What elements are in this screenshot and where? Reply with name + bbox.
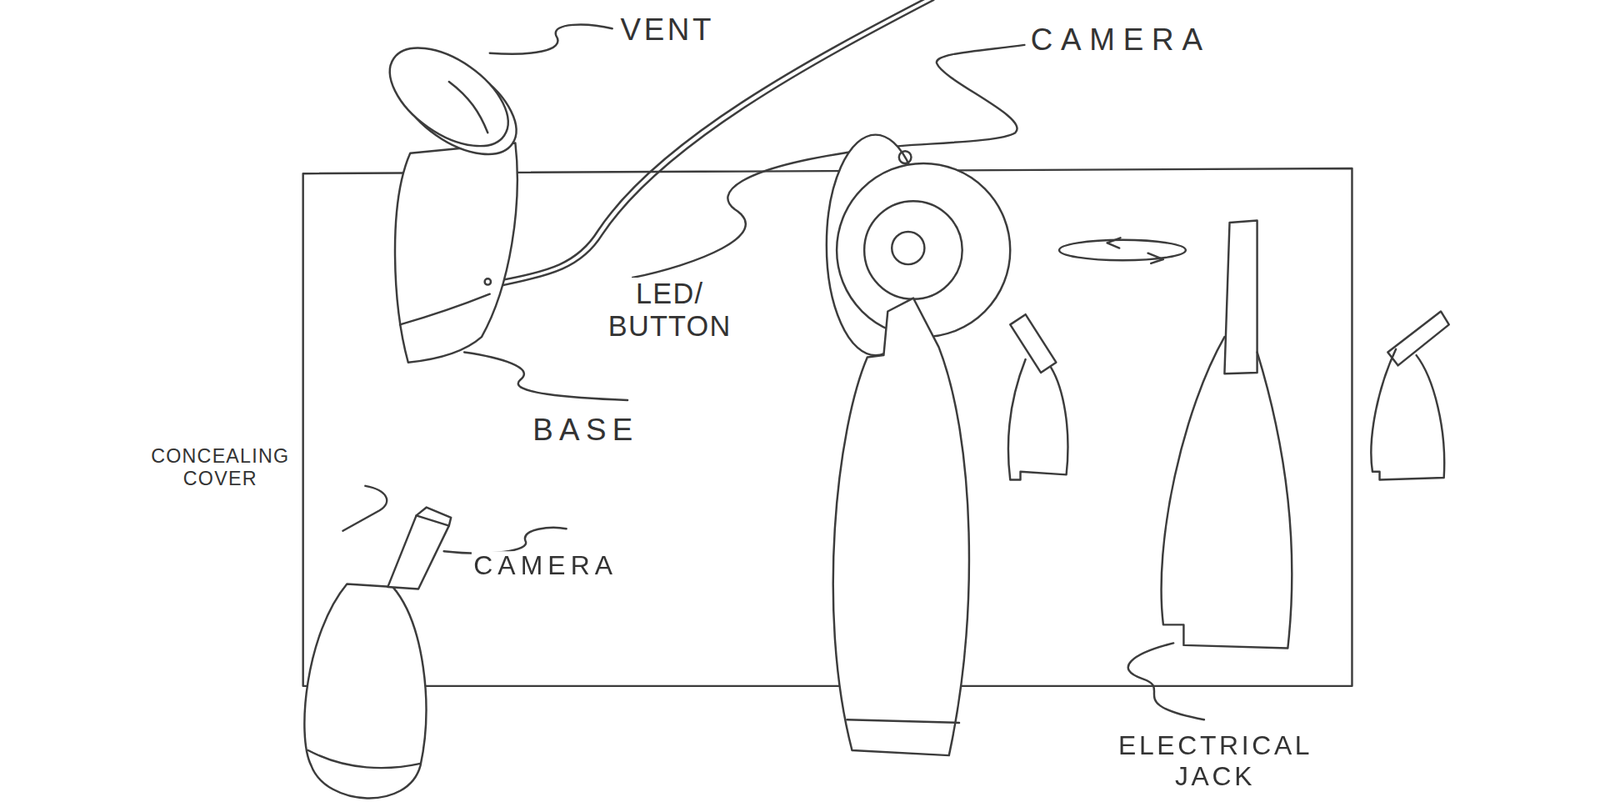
camera-face	[836, 163, 1010, 337]
vent-disc	[372, 28, 525, 166]
led-button	[899, 150, 912, 164]
camera-neck	[1010, 314, 1056, 373]
device-silhouette	[1161, 336, 1293, 648]
vent-slot	[449, 81, 489, 133]
leader-line	[632, 150, 857, 278]
part-label: CAMERA	[471, 550, 620, 582]
camera-lens	[891, 231, 925, 265]
rotation-arrow	[1059, 240, 1186, 260]
part-label: CONCEALING COVER	[149, 445, 292, 490]
base-band	[400, 294, 490, 325]
camera-neck	[1224, 220, 1257, 374]
leader-line	[490, 25, 613, 55]
device-body	[304, 583, 426, 798]
base-band	[846, 719, 960, 723]
arrow-head	[1107, 237, 1164, 264]
leader-line	[877, 45, 1025, 149]
part-label: LED/ BUTTON	[605, 277, 734, 344]
leader-line	[464, 351, 628, 400]
part-label: VENT	[618, 12, 717, 48]
jack-dot	[485, 278, 491, 285]
part-label: BASE	[530, 412, 641, 448]
base-band	[308, 750, 421, 768]
leader-line	[1128, 642, 1205, 720]
concealing-cover	[387, 515, 449, 589]
device-silhouette	[1008, 359, 1068, 480]
concealing-cover	[416, 507, 452, 526]
device-body	[833, 298, 970, 756]
camera-ring	[864, 200, 963, 300]
device-silhouette	[1370, 349, 1445, 480]
base-body	[395, 142, 518, 362]
leader-line	[342, 485, 387, 531]
leader-line	[444, 527, 567, 554]
part-label: ELECTRICAL JACK	[1116, 730, 1315, 792]
part-label: CAMERA	[1028, 22, 1213, 58]
